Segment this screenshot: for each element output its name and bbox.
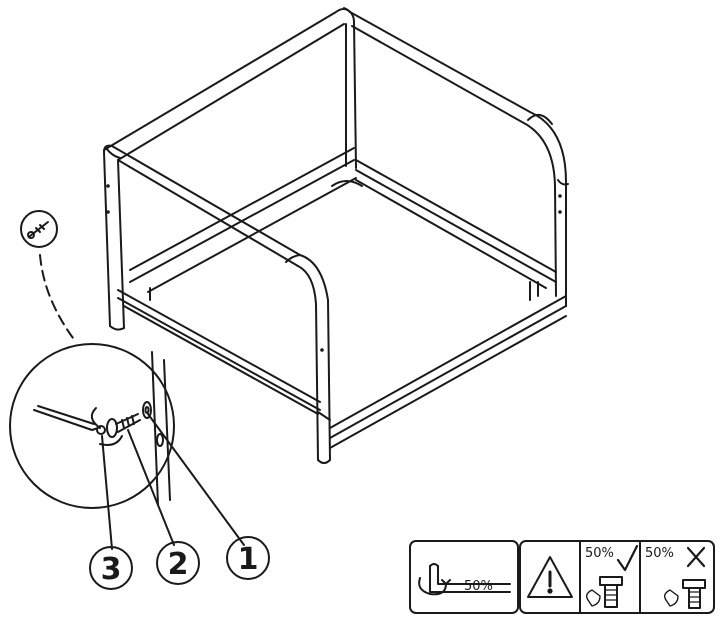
back-top-rail <box>103 8 351 161</box>
cross-icon <box>686 546 706 568</box>
allen-key-rotate-icon <box>418 563 511 596</box>
warning-triangle-icon <box>527 556 573 598</box>
warning-panel <box>519 540 715 614</box>
step-callout-2 <box>156 541 200 585</box>
front-right-arm <box>285 254 331 464</box>
allen-key-detail <box>33 405 106 435</box>
step-callout-1 <box>226 536 270 580</box>
step-1-label: 1 <box>238 542 259 577</box>
front-bottom-rails <box>117 289 567 449</box>
check-icon <box>616 544 639 572</box>
detail-magnifier <box>9 343 245 550</box>
frame <box>103 7 569 464</box>
bolt-half-tight-icon <box>585 576 623 608</box>
tighten-panel <box>409 540 519 614</box>
screw-detail <box>90 407 141 446</box>
back-left-post <box>343 7 357 169</box>
screw-icon <box>27 221 49 239</box>
seat-rails <box>129 147 557 421</box>
incorrect-percent: 50% <box>645 546 674 561</box>
washer-detail <box>142 401 152 419</box>
tighten-percent: 50% <box>464 579 493 594</box>
screw-holes <box>106 184 562 352</box>
step-2-label: 2 <box>168 547 189 582</box>
screw-bubble <box>20 210 77 343</box>
left-front-post <box>103 151 125 331</box>
back-right-arm <box>349 11 569 307</box>
bolt-loose-icon <box>663 579 706 609</box>
step-3-label: 3 <box>101 552 122 587</box>
correct-percent: 50% <box>585 546 614 561</box>
step-callout-3 <box>89 546 133 590</box>
